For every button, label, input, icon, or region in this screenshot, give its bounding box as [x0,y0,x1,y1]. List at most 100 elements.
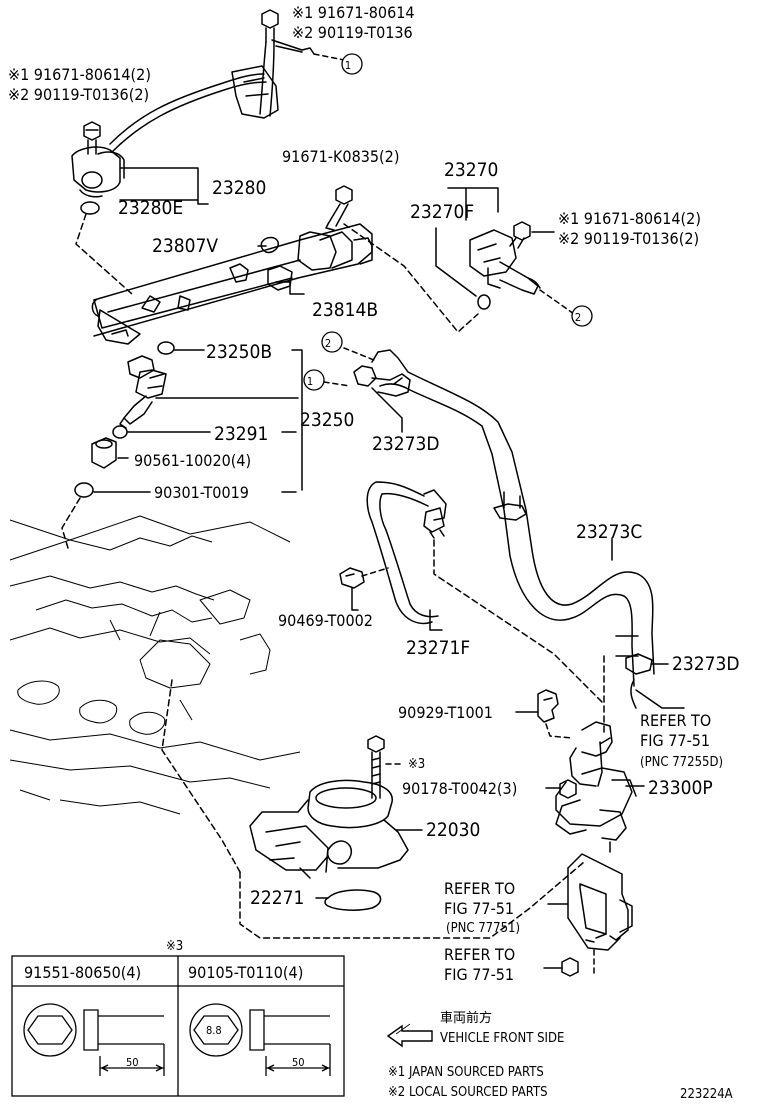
leader-23273d-top [371,387,403,433]
throttle-body-22030 [249,779,409,879]
label-dim1: 50 [126,1056,139,1069]
leader-top-bolt [313,53,345,61]
label-23300p: 23300P [648,777,713,799]
leader-23280 [119,167,209,205]
leader-refer1 [635,689,685,709]
leader-90301-dash [61,497,81,549]
vehicle-front-arrow-icon [386,1023,433,1048]
label-dim2: 50 [292,1056,305,1069]
label-refer1-b: FIG 77-51 [640,731,710,750]
label-23250b: 23250B [206,341,272,363]
callout-2-right: 2 [575,311,581,324]
gasket-22271 [324,889,382,911]
leader-90469-dash [361,567,389,577]
label-22030: 22030 [426,819,480,841]
label-90178: 90178-T0042(3) [402,779,517,798]
label-refer2-b: FIG 77-51 [444,899,514,918]
label-23814b: 23814B [312,299,378,321]
bolt-left [83,121,101,155]
fuel-pump-23300p [555,721,637,853]
fuel-valve-23270 [469,229,541,295]
label-90561: 90561-10020(4) [134,451,251,470]
clip-90469 [339,567,365,589]
label-top-note2: ※2 90119-T0136 [292,23,413,42]
callout-1-hose: 1 [307,375,313,388]
label-front-en: VEHICLE FRONT SIDE [440,1031,564,1046]
label-23273c: 23273C [576,521,642,543]
label-90469: 90469-T0002 [278,611,373,630]
clip-23273d-top [353,365,411,397]
injector [119,355,167,429]
label-23280e: 23280E [118,197,183,219]
bracket-bolt-top [259,9,315,117]
bracket-77751 [567,853,633,951]
label-top-note1: ※1 91671-80614 [292,3,415,22]
leader-90929-dash [545,723,573,739]
seal-23291 [112,425,128,439]
fuel-rail [91,223,373,345]
hose-23271f [366,481,447,625]
label-right-note1: ※1 91671-80614(2) [558,209,701,228]
callout-1-top: 1 [345,59,351,72]
label-23273d-bottom: 23273D [672,653,740,675]
label-refer3-a: REFER TO [444,945,515,964]
label-90929: 90929-T1001 [398,703,493,722]
hose-23273c [371,349,655,687]
leader-callout2-right [539,289,575,315]
label-22271: 22271 [250,887,304,909]
o-ring-90301 [74,482,94,498]
label-table-note: ※3 [166,939,183,954]
leader-23270f [435,227,477,297]
label-legend1: ※1 JAPAN SOURCED PARTS [388,1065,544,1080]
label-23291: 23291 [214,423,268,445]
clip-23273d-bottom [625,653,653,709]
leader-23270 [447,187,499,221]
label-90301: 90301-T0019 [154,483,249,502]
leader-90469 [351,587,359,611]
label-refer2-a: REFER TO [444,879,515,898]
leader-23280e-dash [75,213,133,295]
callout-2-hose: 2 [325,337,331,350]
clip-hose-right [493,491,527,521]
leader-23271f [429,609,443,631]
label-91671-k0835: 91671-K0835(2) [282,147,399,166]
label-bolt-mark: 8.8 [206,1024,222,1037]
bolt-23270 [509,221,531,249]
label-table-col2: 90105-T0110(4) [188,963,303,982]
leader-hose-pump-dash [433,539,605,705]
callout-circles [303,53,593,391]
leader-callout2-hose [343,347,375,361]
label-left-note1: ※1 91671-80614(2) [8,65,151,84]
label-23807v: 23807V [152,235,218,257]
o-ring-23250b [157,341,175,355]
label-refer1-a: REFER TO [640,711,711,730]
o-ring-23270f [477,294,491,310]
label-23250: 23250 [300,409,354,431]
label-23271f: 23271F [406,637,470,659]
leader-23250b [173,349,303,491]
label-table-col1: 91551-80650(4) [24,963,141,982]
label-23273d-top: 23273D [372,433,440,455]
leader-callout1-hose [323,381,351,387]
bolt-table [11,955,345,1097]
label-left-note2: ※2 90119-T0136(2) [8,85,149,104]
label-23270f: 23270F [410,201,474,223]
leader-engine-dash2 [161,679,241,873]
label-front-jp: 車両前方 [440,1010,492,1026]
label-23280: 23280 [212,177,266,199]
label-refer1-c: (PNC 77255D) [640,755,723,770]
engine-block [9,515,301,815]
bolt-throttle [367,735,385,799]
label-note3: ※3 [408,757,425,772]
label-right-note2: ※2 90119-T0136(2) [558,229,699,248]
label-refer2-c: (PNC 77751) [446,921,520,936]
insulator-90561 [91,437,117,469]
label-diagram-id: 223224A [680,1087,733,1102]
label-refer3-b: FIG 77-51 [444,965,514,984]
label-legend2: ※2 LOCAL SOURCED PARTS [388,1085,548,1100]
bolt-refer3 [561,957,579,977]
bolt-k0835 [325,185,353,231]
valve-90929 [537,689,559,723]
labels: ※1 91671-80614 ※2 90119-T0136 ※1 91671-8… [8,3,740,1102]
